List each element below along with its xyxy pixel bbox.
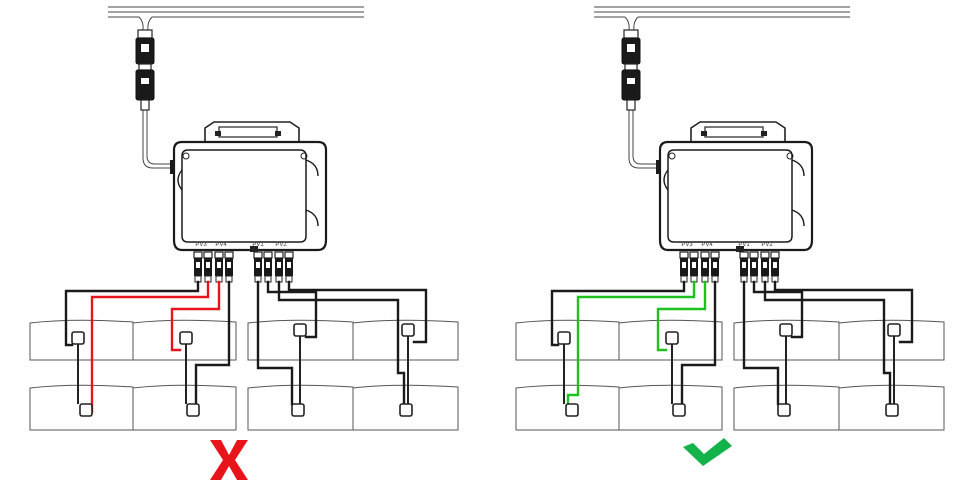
dc-wire bbox=[752, 280, 804, 339]
trunk-cable bbox=[108, 6, 364, 18]
port-label-pv4: PV4 bbox=[701, 242, 713, 248]
solar-panel bbox=[352, 319, 459, 361]
junction-box bbox=[186, 403, 200, 417]
junction-box bbox=[557, 331, 571, 345]
highlighted-wire bbox=[656, 280, 707, 352]
solar-panel bbox=[838, 319, 945, 361]
junction-box bbox=[777, 403, 791, 417]
trunk-branch bbox=[624, 16, 639, 31]
junction-box bbox=[179, 331, 193, 345]
junction-box bbox=[887, 323, 901, 337]
dc-port-connector bbox=[284, 251, 294, 283]
check-mark-icon bbox=[683, 438, 732, 466]
dc-wire bbox=[680, 280, 717, 406]
dc-port-connector bbox=[274, 251, 284, 283]
junction-box bbox=[79, 403, 93, 417]
junction-box bbox=[665, 331, 679, 345]
dc-wire bbox=[287, 280, 428, 344]
solar-panel bbox=[618, 384, 723, 431]
dc-wire bbox=[773, 280, 914, 344]
dc-port-connector bbox=[253, 251, 263, 283]
dc-wire bbox=[763, 280, 892, 406]
junction-box bbox=[291, 403, 305, 417]
dc-port-connector bbox=[739, 251, 749, 283]
ac-connector bbox=[621, 29, 641, 111]
dc-wire bbox=[277, 280, 406, 406]
port-label-pv4: PV4 bbox=[215, 242, 227, 248]
junction-box bbox=[401, 323, 415, 337]
ac-cable bbox=[142, 110, 178, 169]
microinverter: PV3 PV4 PV1 PV2 bbox=[658, 121, 814, 252]
ac-connector bbox=[135, 29, 155, 111]
diagram-incorrect: PV3 PV4 PV1 PV2 bbox=[29, 6, 459, 480]
dc-port-connector bbox=[679, 251, 689, 283]
dc-wire bbox=[194, 280, 231, 406]
junction-box bbox=[672, 403, 686, 417]
port-label-pv3: PV3 bbox=[195, 242, 207, 248]
trunk-cable bbox=[594, 6, 850, 18]
dc-wire bbox=[64, 280, 200, 347]
ac-cable-inner bbox=[146, 110, 178, 165]
port-label-pv2: PV2 bbox=[275, 242, 287, 248]
dc-port-connector bbox=[749, 251, 759, 283]
ac-cable-inner bbox=[632, 110, 664, 165]
diagram-correct: PV3 PV4 PV1 PV2 bbox=[515, 6, 945, 466]
dc-port-connector bbox=[263, 251, 273, 283]
junction-box bbox=[293, 323, 307, 337]
dc-port-connector bbox=[203, 251, 213, 283]
port-label-pv3: PV3 bbox=[681, 242, 693, 248]
junction-box bbox=[885, 403, 899, 417]
trunk-branch bbox=[138, 16, 153, 31]
dc-port-connector bbox=[770, 251, 780, 283]
dc-port-connector bbox=[710, 251, 720, 283]
junction-box bbox=[779, 323, 793, 337]
microinverter: PV3 PV4 PV1 PV2 bbox=[172, 121, 328, 252]
junction-box bbox=[565, 403, 579, 417]
dc-port-connector bbox=[214, 251, 224, 283]
dc-port-connector bbox=[193, 251, 203, 283]
highlighted-wire bbox=[170, 280, 221, 352]
dc-port-connector bbox=[224, 251, 234, 283]
dc-port-connector bbox=[700, 251, 710, 283]
dc-wire bbox=[256, 280, 294, 406]
port-label-pv2: PV2 bbox=[761, 242, 773, 248]
solar-panel bbox=[132, 384, 237, 431]
dc-wire bbox=[266, 280, 318, 339]
port-label-pv1: PV1 bbox=[252, 242, 264, 248]
port-label-pv1: PV1 bbox=[738, 242, 750, 248]
junction-box bbox=[71, 331, 85, 345]
dc-wire bbox=[550, 280, 686, 347]
ac-cable bbox=[628, 110, 664, 169]
x-mark-icon bbox=[210, 440, 248, 480]
dc-wire bbox=[742, 280, 780, 406]
dc-port-connector bbox=[689, 251, 699, 283]
dc-port-connector bbox=[760, 251, 770, 283]
junction-box bbox=[399, 403, 413, 417]
